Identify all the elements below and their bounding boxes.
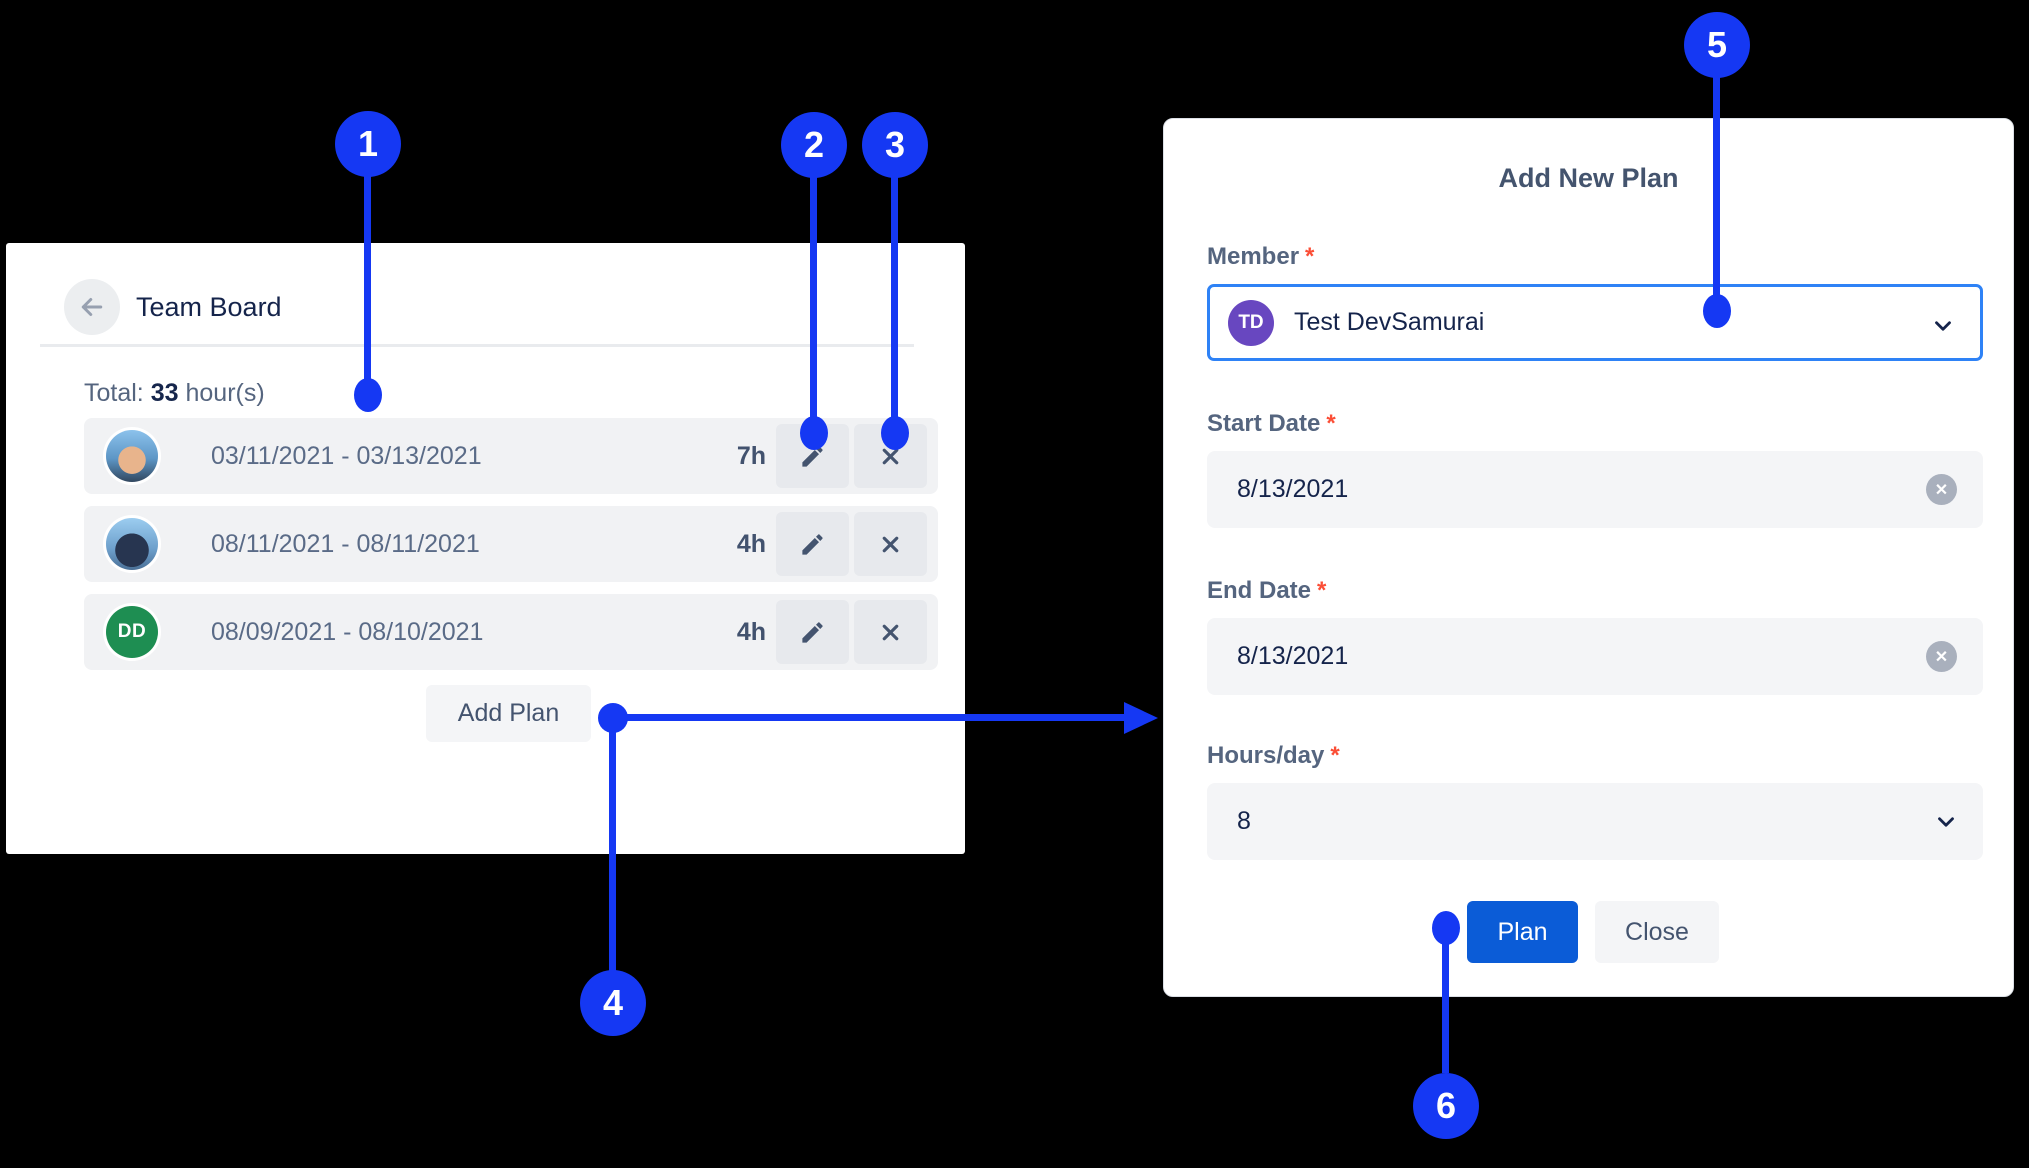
plan-hours: 4h bbox=[736, 617, 766, 646]
avatar-initials: TD bbox=[1238, 311, 1264, 333]
hours-per-day-select[interactable]: 8 bbox=[1207, 783, 1983, 860]
delete-plan-button[interactable] bbox=[854, 512, 927, 576]
end-date-input[interactable]: 8/13/2021 ✕ bbox=[1207, 618, 1983, 695]
hours-per-day-value: 8 bbox=[1237, 807, 1251, 835]
connector-line-2 bbox=[810, 177, 817, 427]
plan-hours: 4h bbox=[736, 529, 766, 558]
start-date-input[interactable]: 8/13/2021 ✕ bbox=[1207, 451, 1983, 528]
annotation-circle-6: 6 bbox=[1413, 1073, 1479, 1139]
x-icon bbox=[878, 532, 903, 557]
end-date-value: 8/13/2021 bbox=[1237, 642, 1349, 670]
plan-row: 03/11/2021 - 03/13/2021 7h bbox=[84, 418, 938, 494]
annotation-circle-4: 4 bbox=[580, 970, 646, 1036]
plan-hours: 7h bbox=[736, 441, 766, 470]
connector-dot-1 bbox=[354, 378, 382, 412]
team-board-title: Team Board bbox=[136, 291, 282, 322]
back-arrow-icon bbox=[77, 292, 107, 322]
required-marker: * bbox=[1317, 577, 1327, 604]
add-new-plan-panel: Add New Plan Member* TD Test DevSamurai … bbox=[1163, 118, 2014, 997]
clear-icon[interactable]: ✕ bbox=[1926, 641, 1957, 672]
plan-row: DD 08/09/2021 - 08/10/2021 4h bbox=[84, 594, 938, 670]
header-divider bbox=[40, 344, 914, 347]
connector-line-3 bbox=[891, 177, 898, 427]
connector-dot-4 bbox=[598, 703, 628, 733]
total-label: Total: bbox=[84, 379, 144, 407]
back-button[interactable] bbox=[64, 279, 120, 335]
x-icon bbox=[878, 620, 903, 645]
total-value: 33 bbox=[150, 379, 179, 407]
plan-row: 08/11/2021 - 08/11/2021 4h bbox=[84, 506, 938, 582]
member-avatar bbox=[106, 518, 158, 570]
plan-button[interactable]: Plan bbox=[1467, 901, 1578, 963]
connector-arrow-line bbox=[613, 714, 1126, 721]
add-plan-label: Add Plan bbox=[457, 699, 560, 727]
required-marker: * bbox=[1330, 742, 1340, 769]
close-button[interactable]: Close bbox=[1595, 901, 1719, 963]
form-title: Add New Plan bbox=[1498, 163, 1679, 193]
start-date-value: 8/13/2021 bbox=[1237, 475, 1349, 503]
annotation-circle-1: 1 bbox=[335, 111, 401, 177]
hours-per-day-label: Hours/day* bbox=[1207, 742, 1340, 769]
plan-date-range: 03/11/2021 - 03/13/2021 bbox=[211, 441, 482, 470]
annotation-circle-5: 5 bbox=[1684, 12, 1750, 78]
chevron-down-icon bbox=[1930, 313, 1956, 339]
member-label: Member* bbox=[1207, 243, 1315, 270]
total-hours: Total: 33 hour(s) bbox=[84, 379, 265, 408]
avatar-initials: DD bbox=[117, 621, 147, 642]
end-date-label: End Date* bbox=[1207, 577, 1327, 604]
connector-line-1 bbox=[364, 176, 371, 388]
team-board-header: Team Board bbox=[6, 243, 965, 345]
connector-dot-2 bbox=[800, 416, 828, 450]
connector-dot-6 bbox=[1432, 911, 1460, 945]
x-icon bbox=[878, 444, 903, 469]
start-date-label: Start Date* bbox=[1207, 410, 1336, 437]
team-board-panel: Team Board Total: 33 hour(s) 03/11/2021 … bbox=[6, 243, 965, 854]
pencil-icon bbox=[799, 531, 826, 558]
pencil-icon bbox=[799, 443, 826, 470]
chevron-down-icon bbox=[1933, 809, 1959, 835]
add-plan-button[interactable]: Add Plan bbox=[426, 685, 591, 742]
plan-date-range: 08/11/2021 - 08/11/2021 bbox=[211, 529, 480, 558]
member-avatar: DD bbox=[106, 606, 158, 658]
arrow-head-icon bbox=[1124, 702, 1158, 734]
edit-plan-button[interactable] bbox=[776, 600, 849, 664]
required-marker: * bbox=[1326, 410, 1336, 437]
connector-line-6 bbox=[1442, 928, 1449, 1073]
connector-line-4 bbox=[609, 718, 616, 972]
edit-plan-button[interactable] bbox=[776, 512, 849, 576]
pencil-icon bbox=[799, 619, 826, 646]
annotation-circle-2: 2 bbox=[781, 112, 847, 178]
connector-dot-3 bbox=[881, 416, 909, 450]
connector-line-5 bbox=[1713, 77, 1720, 307]
required-marker: * bbox=[1305, 243, 1315, 270]
member-avatar bbox=[106, 430, 158, 482]
connector-dot-5 bbox=[1703, 294, 1731, 328]
delete-plan-button[interactable] bbox=[854, 600, 927, 664]
plan-date-range: 08/09/2021 - 08/10/2021 bbox=[211, 617, 484, 646]
annotation-circle-3: 3 bbox=[862, 112, 928, 178]
member-value: Test DevSamurai bbox=[1294, 308, 1485, 336]
member-avatar: TD bbox=[1228, 299, 1274, 346]
clear-icon[interactable]: ✕ bbox=[1926, 474, 1957, 505]
total-suffix: hour(s) bbox=[185, 379, 265, 407]
member-select[interactable]: TD Test DevSamurai bbox=[1207, 284, 1983, 361]
